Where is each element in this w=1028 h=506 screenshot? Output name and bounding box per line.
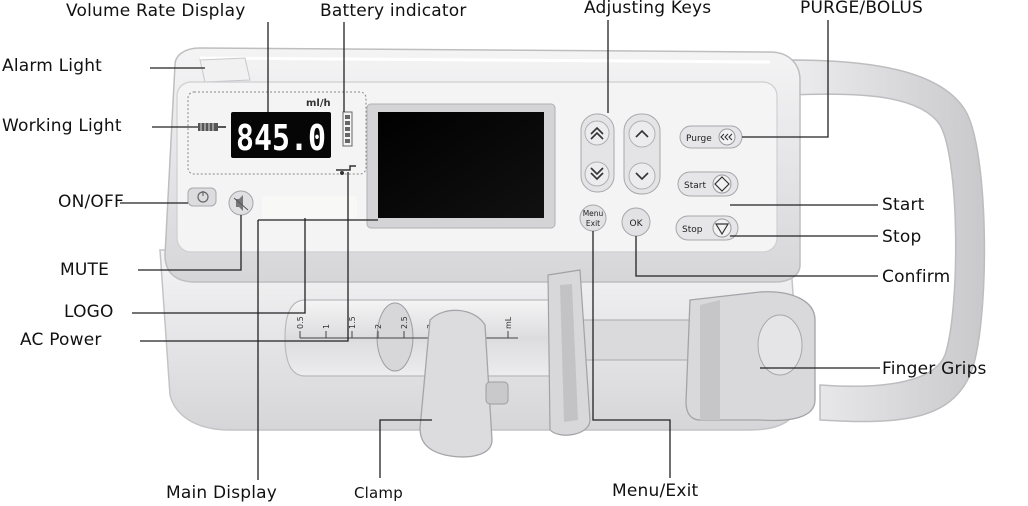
scale-label: 2.5 (400, 316, 409, 329)
stop-button-label: Stop (682, 225, 703, 235)
start-button-label: Start (684, 181, 706, 191)
leader-lines (120, 20, 880, 480)
ac-power-icon (336, 165, 356, 175)
leader-mute (138, 215, 242, 271)
top-ridge (199, 56, 771, 64)
label-purge-bolus: PURGE/BOLUS (800, 0, 923, 18)
clamp-hinge (485, 381, 509, 405)
chevron-up-icon (635, 129, 649, 138)
finger-grip-knob (757, 314, 803, 376)
alarm-light (199, 57, 251, 83)
logo-area (262, 196, 357, 218)
leader-menu-exit (592, 231, 671, 478)
menu-button-label-2: Exit (586, 219, 600, 228)
purge-arrows-icon (720, 133, 733, 141)
clamp[interactable] (419, 309, 493, 458)
start-button[interactable]: Start (677, 171, 739, 197)
label-logo: LOGO (64, 302, 114, 322)
stop-triangle-icon (714, 223, 730, 236)
ok-button[interactable]: OK (621, 207, 651, 237)
mute-button[interactable] (228, 190, 254, 216)
scale-label: mL (504, 316, 513, 329)
finger-grip-left-pad (700, 300, 720, 420)
label-clamp: Clamp (354, 484, 403, 502)
ok-button-label: OK (630, 219, 644, 229)
leader-ac-power (140, 172, 349, 342)
leader-purge (742, 20, 829, 138)
fast-down-button[interactable] (584, 161, 610, 187)
label-finger-grips: Finger Grips (882, 359, 987, 379)
label-confirm: Confirm (882, 267, 951, 287)
rate-value: 845.0 (236, 118, 326, 159)
label-start: Start (882, 195, 925, 215)
scale-label: 0.5 (296, 316, 305, 329)
start-diamond-icon (714, 176, 730, 192)
down-button[interactable] (628, 162, 656, 190)
fast-up-button[interactable] (584, 120, 610, 146)
rate-unit: ml/h (306, 98, 331, 109)
menu-button-label-1: Menu (583, 209, 604, 218)
label-adjusting-keys: Adjusting Keys (584, 0, 712, 18)
label-stop: Stop (882, 227, 922, 247)
carry-handle[interactable] (789, 59, 986, 423)
leader-logo (132, 218, 306, 314)
label-volume-rate-display: Volume Rate Display (66, 1, 246, 21)
plunger-stopper (376, 302, 414, 372)
label-main-display: Main Display (166, 483, 278, 503)
on-off-button[interactable] (187, 187, 217, 207)
label-working-light: Working Light (2, 116, 122, 136)
rate-display (231, 112, 331, 158)
flange-slot (560, 284, 578, 422)
leader-confirm (635, 236, 878, 277)
purge-button-label: Purge (686, 134, 712, 144)
label-alarm-light: Alarm Light (2, 56, 103, 76)
leader-clamp (379, 419, 432, 478)
scale-label: 1.5 (348, 316, 357, 329)
scale-label: 1 (322, 324, 331, 329)
label-battery-indicator: Battery indicator (320, 1, 467, 21)
label-ac-power: AC Power (20, 330, 102, 350)
double-chevron-down-icon (590, 167, 604, 181)
up-button[interactable] (628, 120, 656, 148)
purge-button[interactable]: Purge (679, 125, 743, 149)
chevron-down-icon (635, 172, 649, 181)
main-display (378, 112, 544, 218)
display-dotted-frame (187, 91, 367, 175)
label-on-off: ON/OFF (58, 192, 124, 212)
scale-label: 2 (374, 324, 383, 329)
working-light-icon (198, 123, 226, 131)
label-mute: MUTE (60, 260, 110, 280)
label-menu-exit: Menu/Exit (612, 481, 699, 501)
stop-button[interactable]: Stop (675, 215, 739, 241)
menu-exit-button[interactable]: Menu Exit (579, 204, 607, 232)
double-chevron-up-icon (590, 126, 604, 140)
battery-indicator-icon (342, 111, 353, 147)
